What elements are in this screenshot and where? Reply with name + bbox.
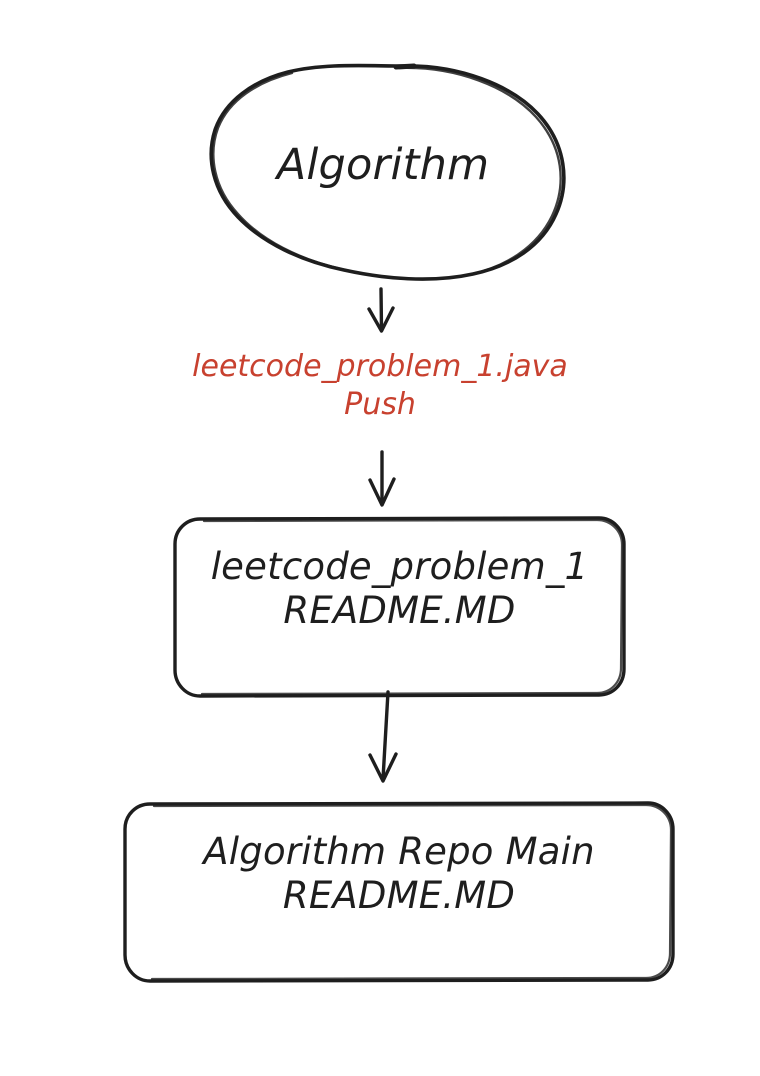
arrow-head-open-v [368, 752, 398, 783]
rounded-rect-shape [173, 516, 626, 698]
edge-label-to-box1[interactable] [368, 450, 396, 507]
edge-box1-to-box2[interactable] [368, 690, 398, 783]
ellipse-shape-overstroke [212, 66, 562, 281]
node-algorithm-repo-main[interactable] [123, 801, 675, 983]
arrow-head-open-v [367, 306, 395, 333]
arrow-head-open-v [368, 477, 396, 507]
ellipse-top-nib [393, 63, 417, 70]
rounded-rect-overstroke [150, 803, 673, 981]
arrow-shaft [381, 690, 390, 781]
arrow-shaft [379, 287, 384, 331]
node-leetcode-problem-1[interactable] [173, 516, 626, 698]
rounded-rect-overstroke [200, 518, 624, 696]
node-algorithm[interactable] [209, 63, 566, 281]
rounded-rect-shape [123, 801, 675, 983]
edge-algorithm-to-label[interactable] [367, 287, 395, 333]
ellipse-shape [209, 63, 566, 281]
